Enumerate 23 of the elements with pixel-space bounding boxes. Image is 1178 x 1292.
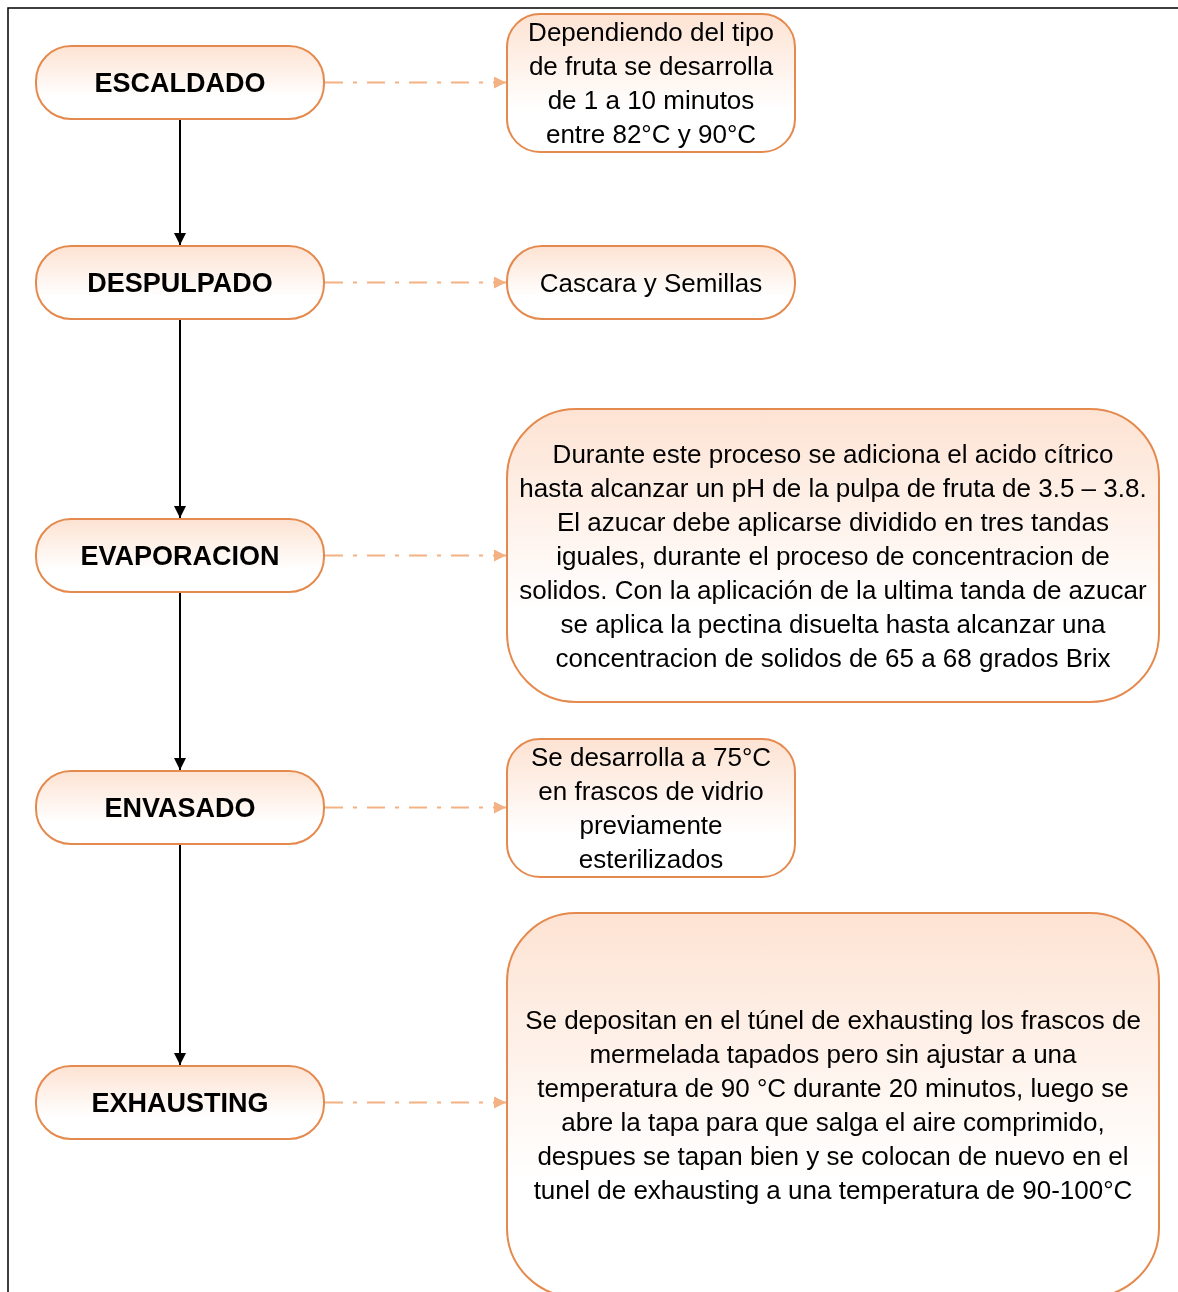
arrow bbox=[324, 76, 507, 89]
arrow bbox=[174, 592, 186, 771]
note-box bbox=[506, 738, 796, 878]
step-label: ESCALDADO bbox=[94, 66, 266, 100]
note-text: Durante este proceso se adiciona el acido cítrico hasta alcanzar un pH de la pulpa de fruta de 3.5 – 3.8. El azucar debe aplicarse dividido en tres tandas iguales, durante el proceso de concentracion de solidos. Con la aplicación de la ultima tanda de azucar se aplica la pectina disuelta hasta alcanzar una concentracion de solidos de 65 a 68 grados Brix bbox=[518, 437, 1148, 675]
arrow bbox=[324, 549, 507, 562]
arrow bbox=[174, 844, 186, 1066]
arrow bbox=[174, 319, 186, 519]
arrow bbox=[324, 276, 507, 289]
step-label: ENVASADO bbox=[104, 791, 256, 825]
note-box bbox=[506, 13, 796, 153]
note-text: Dependiendo del tipo de fruta se desarrolla de 1 a 10 minutos entre 82°C y 90°C bbox=[527, 16, 775, 151]
note-box bbox=[506, 408, 1160, 703]
arrow bbox=[324, 801, 507, 814]
step-label: EXHAUSTING bbox=[91, 1086, 269, 1120]
step-label: DESPULPADO bbox=[87, 266, 273, 300]
note-box bbox=[506, 912, 1160, 1292]
note-text: Se depositan en el túnel de exhausting los frascos de mermelada tapados pero sin ajustar a una temperatura de 90 °C durante 20 minutos, luego se abre la tapa para que salga el aire comprimido, despues se tapan bien y se colocan de nuevo en el tunel de exhausting a una temperatura de 90-100°C bbox=[524, 1004, 1142, 1207]
arrow bbox=[174, 119, 186, 246]
note-text: Se desarrolla a 75°C en frascos de vidrio previamente esterilizados bbox=[529, 741, 773, 876]
step-label: EVAPORACION bbox=[80, 539, 280, 573]
note-text: Cascara y Semillas bbox=[539, 266, 763, 300]
arrow bbox=[324, 1096, 507, 1109]
